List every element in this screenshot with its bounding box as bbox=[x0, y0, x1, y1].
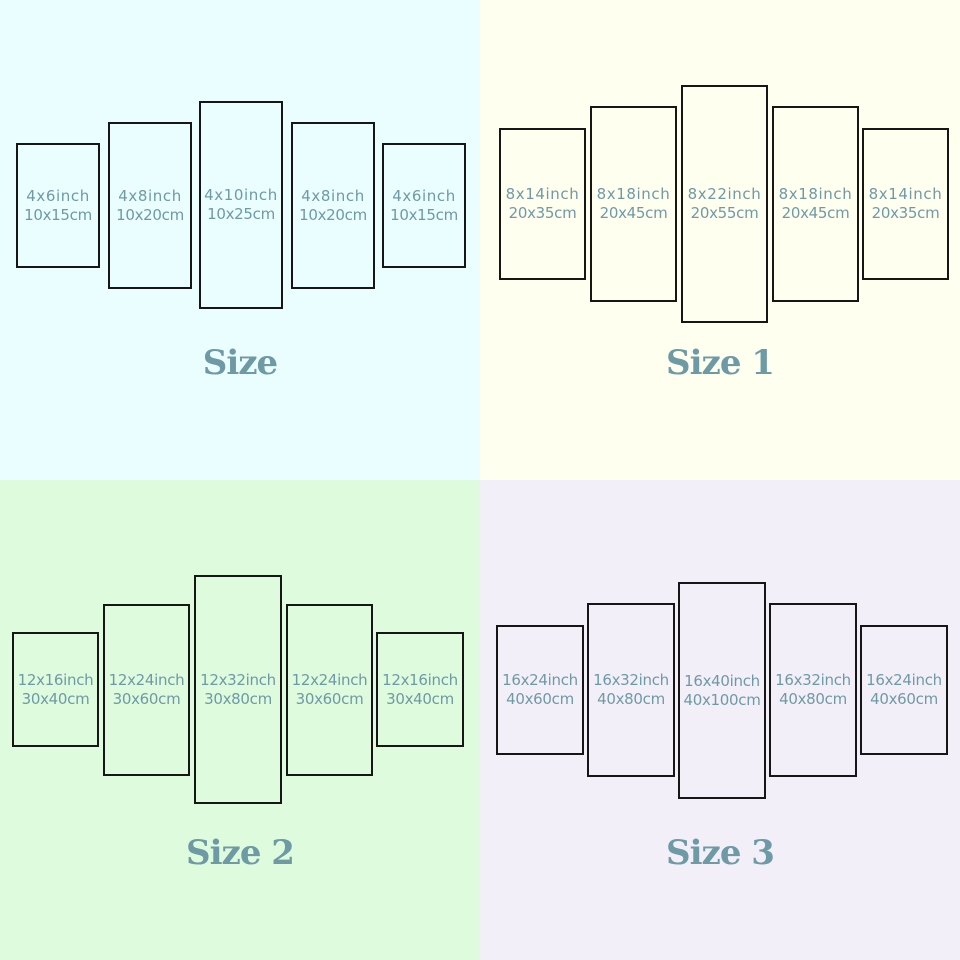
panel-1-5: 8x14inch 20x35cm bbox=[862, 128, 949, 280]
panel-0-2: 4x8inch 10x20cm bbox=[108, 122, 192, 289]
panel-inch-label: 8x14inch bbox=[868, 185, 943, 204]
panel-cm-label: 30x60cm bbox=[295, 690, 364, 708]
panel-inch-label: 4x6inch bbox=[26, 186, 90, 205]
panel-cm-label: 20x45cm bbox=[781, 204, 850, 222]
panel-cm-label: 40x100cm bbox=[683, 690, 761, 709]
panel-cm-label: 40x80cm bbox=[597, 690, 665, 708]
panel-0-1: 4x6inch 10x15cm bbox=[16, 143, 100, 268]
panel-1-4: 8x18inch 20x45cm bbox=[772, 106, 859, 302]
size-title: Size 1 bbox=[666, 343, 775, 383]
panel-inch-label: 12x24inch bbox=[108, 671, 185, 690]
panel-cm-label: 40x60cm bbox=[870, 690, 938, 708]
panel-cm-label: 20x35cm bbox=[871, 204, 940, 222]
panel-2-1: 12x16inch 30x40cm bbox=[12, 632, 99, 747]
panel-inch-label: 16x32inch bbox=[775, 671, 851, 690]
panel-1-2: 8x18inch 20x45cm bbox=[590, 106, 677, 302]
panel-1-3: 8x22inch 20x55cm bbox=[681, 85, 768, 323]
panel-3-3: 16x40inch 40x100cm bbox=[678, 582, 766, 799]
panel-inch-label: 16x40inch bbox=[684, 671, 760, 690]
panel-1-1: 8x14inch 20x35cm bbox=[499, 128, 586, 280]
panel-inch-label: 16x24inch bbox=[502, 671, 578, 690]
panel-3-4: 16x32inch 40x80cm bbox=[769, 603, 857, 777]
panel-cm-label: 30x40cm bbox=[21, 689, 90, 708]
size-option-3: 16x24inch 40x60cm 16x32inch 40x80cm 16x4… bbox=[480, 480, 960, 960]
panel-2-2: 12x24inch 30x60cm bbox=[103, 604, 190, 776]
panel-3-5: 16x24inch 40x60cm bbox=[860, 625, 948, 755]
panel-inch-label: 8x22inch bbox=[687, 185, 762, 204]
panel-cm-label: 10x15cm bbox=[390, 205, 458, 224]
panel-cm-label: 30x80cm bbox=[204, 689, 272, 708]
size-option-0: 4x6inch 10x15cm 4x8inch 10x20cm 4x10inch… bbox=[0, 0, 480, 480]
panel-0-4: 4x8inch 10x20cm bbox=[291, 122, 375, 289]
panel-cm-label: 40x80cm bbox=[779, 690, 847, 708]
panel-inch-label: 4x8inch bbox=[118, 186, 182, 205]
panel-inch-label: 12x16inch bbox=[17, 670, 94, 689]
panel-cm-label: 20x55cm bbox=[690, 204, 759, 222]
panel-cm-label: 30x40cm bbox=[386, 689, 454, 708]
panel-cm-label: 20x35cm bbox=[508, 204, 577, 222]
panel-cm-label: 10x15cm bbox=[24, 205, 92, 224]
panel-cm-label: 30x60cm bbox=[112, 690, 181, 708]
size-title: Size 2 bbox=[186, 833, 295, 873]
panel-0-5: 4x6inch 10x15cm bbox=[382, 143, 466, 268]
panel-inch-label: 4x10inch bbox=[204, 186, 278, 205]
size-option-2: 12x16inch 30x40cm 12x24inch 30x60cm 12x3… bbox=[0, 480, 480, 960]
panel-cm-label: 10x20cm bbox=[299, 205, 367, 224]
panel-2-5: 12x16inch 30x40cm bbox=[376, 632, 464, 747]
panel-inch-label: 16x32inch bbox=[593, 671, 669, 690]
panel-cm-label: 10x25cm bbox=[207, 205, 275, 223]
panel-0-3: 4x10inch 10x25cm bbox=[199, 101, 283, 309]
panel-3-1: 16x24inch 40x60cm bbox=[496, 625, 584, 755]
panel-cm-label: 40x60cm bbox=[506, 690, 574, 708]
panel-inch-label: 12x32inch bbox=[200, 670, 276, 689]
panel-cm-label: 20x45cm bbox=[599, 204, 668, 222]
panel-inch-label: 16x24inch bbox=[866, 671, 942, 690]
panel-2-4: 12x24inch 30x60cm bbox=[286, 604, 373, 776]
size-title: Size bbox=[202, 343, 278, 383]
panel-cm-label: 10x20cm bbox=[116, 205, 184, 224]
panel-inch-label: 8x18inch bbox=[778, 185, 853, 204]
panel-inch-label: 4x6inch bbox=[392, 186, 456, 205]
size-option-1: 8x14inch 20x35cm 8x18inch 20x45cm 8x22in… bbox=[480, 0, 960, 480]
panel-3-2: 16x32inch 40x80cm bbox=[587, 603, 675, 777]
panel-inch-label: 8x18inch bbox=[596, 185, 671, 204]
panel-inch-label: 12x24inch bbox=[291, 671, 368, 690]
panel-inch-label: 8x14inch bbox=[505, 185, 580, 204]
size-title: Size 3 bbox=[666, 833, 775, 873]
panel-inch-label: 4x8inch bbox=[301, 186, 365, 205]
panel-inch-label: 12x16inch bbox=[382, 670, 458, 689]
panel-2-3: 12x32inch 30x80cm bbox=[194, 575, 282, 804]
